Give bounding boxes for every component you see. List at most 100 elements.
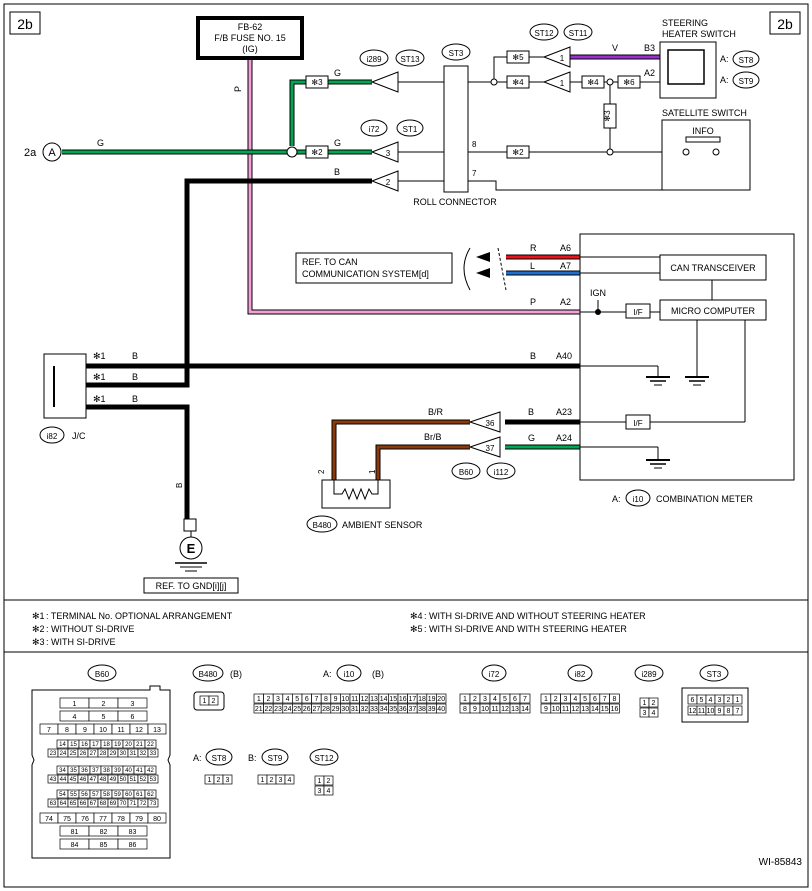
label-i82-text: i82 <box>47 432 58 441</box>
pin-cell <box>609 693 620 704</box>
pin-number: 44 <box>60 777 67 783</box>
sensor-pin-2: 2 <box>317 469 326 474</box>
pin-number: 4 <box>652 710 656 717</box>
pin-number: 3 <box>279 777 283 784</box>
pin-number: 39 <box>114 768 121 774</box>
pin-number: 10 <box>99 727 107 734</box>
pin-number: 45 <box>70 777 77 783</box>
star-4b-text: ✻4 <box>587 78 599 87</box>
pin-number: 2 <box>212 698 216 705</box>
pin-number: 11 <box>491 706 498 713</box>
pin-number: 5 <box>295 696 299 703</box>
arrow-can-l <box>476 268 490 278</box>
fuse-line3: (IG) <box>242 44 258 54</box>
pin-number: 27 <box>90 751 97 757</box>
face-b480-title: B480 <box>199 670 218 679</box>
pin-number: 13 <box>581 706 589 713</box>
pin-number: 16 <box>81 742 88 748</box>
pin-a40-label: A40 <box>556 351 572 361</box>
face-st8-prefix: A: <box>193 753 202 763</box>
face-i10-prefix: A: <box>323 669 332 679</box>
wire-black-b <box>54 178 580 520</box>
pin-number: 22 <box>147 742 154 748</box>
pin-number: 35 <box>70 768 77 774</box>
pin-number: 1 <box>261 777 265 784</box>
satellite-switch: SATELLITE SWITCH INFO <box>661 108 751 191</box>
can-ref-line2: COMMUNICATION SYSTEM[d] <box>302 269 429 279</box>
ground-e: B E REF. TO GND[i][j] <box>143 483 239 594</box>
pin-number: 6 <box>305 696 309 703</box>
pin-cell <box>208 695 219 706</box>
pin-number: 6 <box>513 696 517 703</box>
pin-number: 6 <box>593 696 597 703</box>
note-1-mark: ✻1 <box>32 611 45 621</box>
ign-label: IGN <box>590 288 606 298</box>
pin-number: 5 <box>503 696 507 703</box>
pin-number: 34 <box>59 768 66 774</box>
pin-number: 82 <box>100 829 108 836</box>
pin-number: 1 <box>544 696 548 703</box>
pin-number: 26 <box>303 706 311 713</box>
pin-number: 11 <box>698 708 705 715</box>
pin-number: 29 <box>110 751 117 757</box>
pin-number: 8 <box>613 696 617 703</box>
pin-number: 10 <box>552 706 560 713</box>
pin-number: 7 <box>523 696 527 703</box>
sensor-pin-1: 1 <box>368 469 377 474</box>
pin-number: 8 <box>324 696 328 703</box>
pin-number: 37 <box>409 706 417 713</box>
pin-number: 47 <box>90 777 97 783</box>
face-st3-title: ST3 <box>707 670 722 679</box>
pin-number: 36 <box>399 706 407 713</box>
if1-label: I/F <box>633 308 642 317</box>
pin-number: 60 <box>125 792 132 798</box>
gnd-ref-label: REF. TO GND[i][j] <box>156 581 227 591</box>
pin-number: 71 <box>130 801 137 807</box>
pin-number: 12 <box>501 706 509 713</box>
face-st3-outline <box>681 687 749 723</box>
label-i289-text: i289 <box>366 55 382 64</box>
micro-computer-label: MICRO COMPUTER <box>671 306 755 316</box>
pin-37-label: 37 <box>486 444 495 453</box>
pin-number: 78 <box>117 816 125 823</box>
star-3-text: ✻3 <box>311 78 323 87</box>
pin-number: 86 <box>129 842 137 849</box>
star-4a-text: ✻4 <box>512 78 524 87</box>
wire-pink-p <box>247 58 580 315</box>
i10-prefix: A: <box>612 494 621 504</box>
pin-a2-sh-label: A2 <box>644 68 655 78</box>
pin-number: 24 <box>60 751 67 757</box>
pin-number: 35 <box>389 706 397 713</box>
wire-label-b-jc1: B <box>132 351 138 361</box>
pin-1a-label: 1 <box>560 54 565 63</box>
pin-number: 28 <box>100 751 107 757</box>
pin-number: 30 <box>341 706 349 713</box>
pin-number: 3 <box>276 696 280 703</box>
pin-number: 14 <box>521 706 529 713</box>
face-b480-b: (B) <box>230 669 242 679</box>
face-i72-title: i72 <box>489 670 500 679</box>
pin-number: 54 <box>59 792 66 798</box>
label-st12: ST12 <box>529 23 559 41</box>
pin-number: 37 <box>92 768 99 774</box>
pin-number: 4 <box>493 696 497 703</box>
face-i10-title: i10 <box>344 670 355 679</box>
star-box-2: ✻2 <box>305 145 329 159</box>
pin-number: 8 <box>65 727 69 734</box>
pin-number: 27 <box>313 706 321 713</box>
pin-number: 3 <box>643 710 647 717</box>
wire-label-l: L <box>530 261 535 271</box>
wire-label-g-top: G <box>334 68 341 78</box>
pin-number: 13 <box>370 696 378 703</box>
pin-number: 66 <box>80 801 87 807</box>
pin-number: 12 <box>689 708 697 715</box>
label-st12-text: ST12 <box>534 29 554 38</box>
wire-label-br: B/R <box>428 407 444 417</box>
pin-number: 24 <box>284 706 292 713</box>
pin-number: 21 <box>136 742 143 748</box>
wire-label-v: V <box>612 43 618 53</box>
pin-number: 13 <box>153 727 161 734</box>
